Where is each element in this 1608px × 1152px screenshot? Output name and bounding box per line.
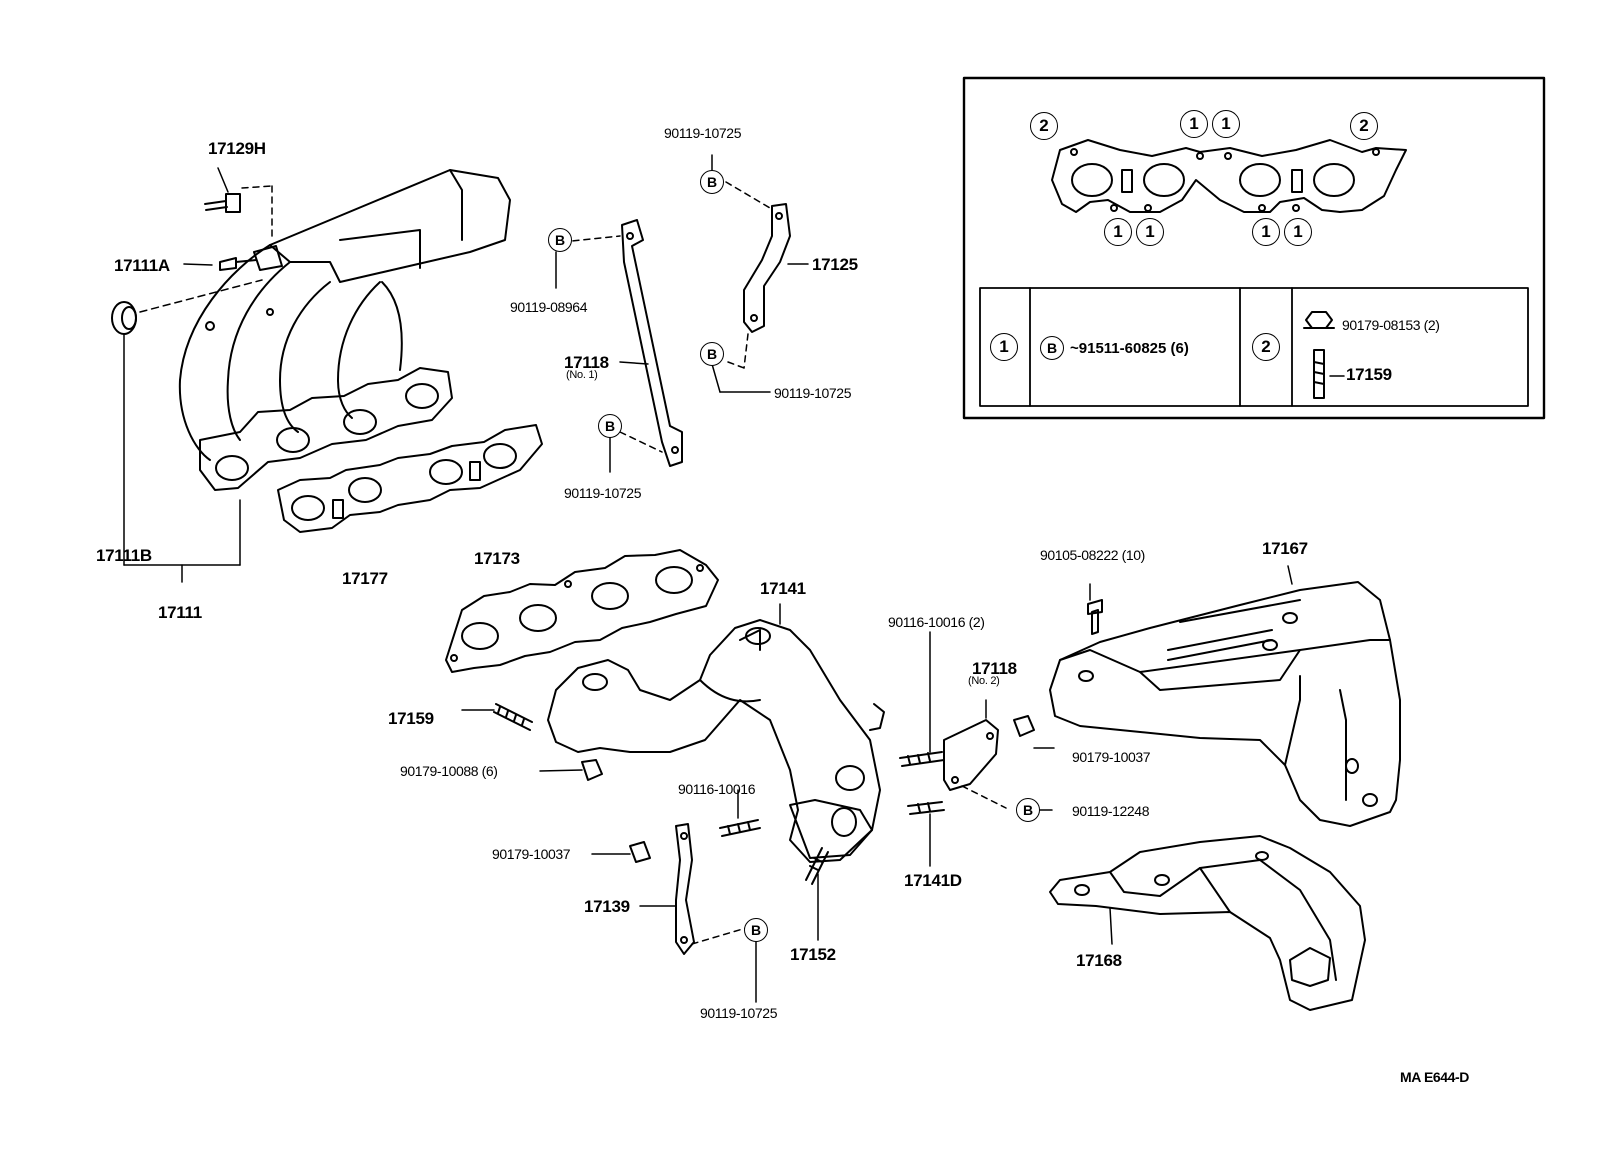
- inset-gasket-drawing: [1051, 139, 1407, 213]
- heat-insulator-17168: [1049, 835, 1366, 1011]
- label-17118-no2: 17118: [972, 659, 1017, 678]
- label-90116-10016-2: 90116-10016 (2): [888, 614, 985, 630]
- label-17141: 17141: [760, 579, 806, 598]
- stay-17125: [711, 154, 809, 393]
- inset-marker-1-a: 1: [1180, 110, 1208, 138]
- hardware-right-group: [899, 631, 1055, 867]
- inset-marker-1-b: 1: [1212, 110, 1240, 138]
- stay-17139: [639, 823, 757, 1003]
- label-17111a: 17111A: [114, 256, 170, 275]
- label-17118-no1: 17118: [564, 353, 609, 372]
- label-17125: 17125: [812, 255, 858, 274]
- inset-table-grid: [979, 287, 1529, 407]
- table-bolt-marker: B: [1040, 336, 1064, 360]
- table-marker-2: 2: [1252, 333, 1280, 361]
- fitting-17111a: [183, 257, 257, 271]
- bolt-marker-b-1: B: [548, 228, 572, 252]
- label-90179-10088: 90179-10088 (6): [400, 763, 498, 779]
- label-90179-10037-right: 90179-10037: [1072, 749, 1151, 765]
- inset-marker-1-d: 1: [1136, 218, 1164, 246]
- inset-marker-1-e: 1: [1252, 218, 1280, 246]
- bolt-marker-b-4: B: [598, 414, 622, 438]
- exhaust-manifold-17141: [547, 603, 885, 863]
- label-17141d: 17141D: [904, 871, 962, 890]
- label-90116-10016-mid: 90116-10016: [678, 781, 756, 797]
- label-90119-10725-top: 90119-10725: [664, 125, 742, 141]
- drawing-code: MA E644-D: [1400, 1069, 1470, 1085]
- label-17152: 17152: [790, 945, 836, 964]
- inset-marker-1-f: 1: [1284, 218, 1312, 246]
- bolt-marker-b-2: B: [700, 170, 724, 194]
- bolt-marker-b-3: B: [700, 342, 724, 366]
- ring-17111b: [111, 279, 263, 583]
- table-part-17159: 17159: [1346, 365, 1392, 384]
- inset-marker-2-left: 2: [1030, 112, 1058, 140]
- label-90119-10725-mid: 90119-10725: [774, 385, 852, 401]
- intake-manifold-drawing: [178, 169, 511, 491]
- label-17139: 17139: [584, 897, 630, 916]
- label-17118-no2-sub: (No. 2): [968, 675, 1000, 687]
- gasket-17177: [277, 424, 543, 533]
- inset-box: [962, 76, 1546, 420]
- label-90119-08964: 90119-08964: [510, 299, 588, 315]
- label-90105-08222: 90105-08222 (10): [1040, 547, 1145, 563]
- small-hardware-left: [461, 703, 829, 941]
- bolt-marker-b-6: B: [1016, 798, 1040, 822]
- stay-17118-no1: [555, 219, 683, 473]
- label-17129h: 17129H: [208, 139, 266, 158]
- sensor-bolt-17129h: [204, 167, 273, 241]
- inset-marker-2-right: 2: [1350, 112, 1378, 140]
- label-90179-10037-left: 90179-10037: [492, 846, 571, 862]
- table-part-90179-08153: 90179-08153 (2): [1342, 317, 1440, 333]
- label-17173: 17173: [474, 549, 520, 568]
- bolt-marker-b-5: B: [744, 918, 768, 942]
- label-90119-12248: 90119-12248: [1072, 803, 1150, 819]
- label-17177: 17177: [342, 569, 388, 588]
- heat-insulator-17167: [1049, 565, 1401, 827]
- label-90119-10725-bottom: 90119-10725: [700, 1005, 778, 1021]
- label-17118-no1-sub: (No. 1): [566, 369, 598, 381]
- label-17167: 17167: [1262, 539, 1308, 558]
- label-17111: 17111: [158, 603, 202, 622]
- inset-nut-stud-drawing: [1303, 311, 1345, 399]
- label-17168: 17168: [1076, 951, 1122, 970]
- label-17159: 17159: [388, 709, 434, 728]
- gasket-17173: [445, 549, 719, 673]
- table-part-91511-60825: ~91511-60825 (6): [1070, 340, 1189, 357]
- table-marker-1: 1: [990, 333, 1018, 361]
- label-17111b: 17111B: [96, 546, 152, 565]
- inset-marker-1-c: 1: [1104, 218, 1132, 246]
- label-90119-10725-left: 90119-10725: [564, 485, 642, 501]
